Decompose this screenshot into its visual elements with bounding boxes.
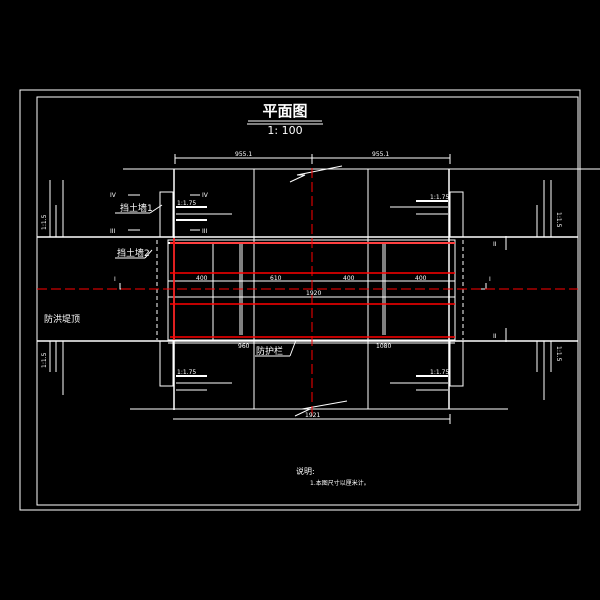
slope-right-bottom: 1:1.5 <box>555 346 562 362</box>
dim-under-right: 1080 <box>376 343 391 350</box>
section-mark-ii-top: II <box>493 241 497 248</box>
label-guardrail: 防护栏 <box>256 345 283 357</box>
dim-bottom: 1921 <box>305 412 320 419</box>
section-mark-ii-bottom: II <box>493 333 497 340</box>
slope-right-top: 1:1.5 <box>555 212 562 228</box>
section-mark-i-left: I <box>114 276 116 283</box>
section-mark-iv-right: IV <box>202 192 209 199</box>
notes-item-1: 1.本图尺寸以厘米计。 <box>310 479 370 487</box>
notes-heading: 说明: <box>296 466 315 476</box>
dim-top-right: 955.1 <box>372 151 389 158</box>
slope-top-left: 1:1.75 <box>177 200 196 207</box>
slope-left-bottom: 1:1.5 <box>41 352 48 368</box>
dim-deck-d: 400 <box>415 275 427 282</box>
section-mark-iii-right: III <box>202 228 208 235</box>
outer-frame <box>19 89 581 511</box>
inner-frame <box>36 96 579 506</box>
label-retaining-wall-2: 挡土墙2 <box>117 247 150 259</box>
label-retaining-wall-1: 挡土墙1 <box>120 202 153 214</box>
slope-bottom-left: 1:1.75 <box>177 369 196 376</box>
dim-under-left: 960 <box>238 343 250 350</box>
label-embankment-top: 防洪堤顶 <box>44 313 80 325</box>
dim-deck-a: 400 <box>196 275 208 282</box>
section-mark-i-right: I <box>489 276 491 283</box>
slope-left-top: 1:1.5 <box>41 214 48 230</box>
dim-top-left: 955.1 <box>235 151 252 158</box>
drawing-scale: 1: 100 <box>267 124 302 137</box>
section-mark-iv-left: IV <box>110 192 117 199</box>
dim-center: 1920 <box>306 290 321 297</box>
dim-deck-b: 610 <box>270 275 282 282</box>
slope-top-right: 1:1.75 <box>430 194 449 201</box>
slope-bottom-right: 1:1.75 <box>430 369 449 376</box>
drawing-title: 平面图 <box>262 102 307 120</box>
section-mark-iii-left: III <box>110 228 116 235</box>
dim-deck-c: 400 <box>343 275 355 282</box>
